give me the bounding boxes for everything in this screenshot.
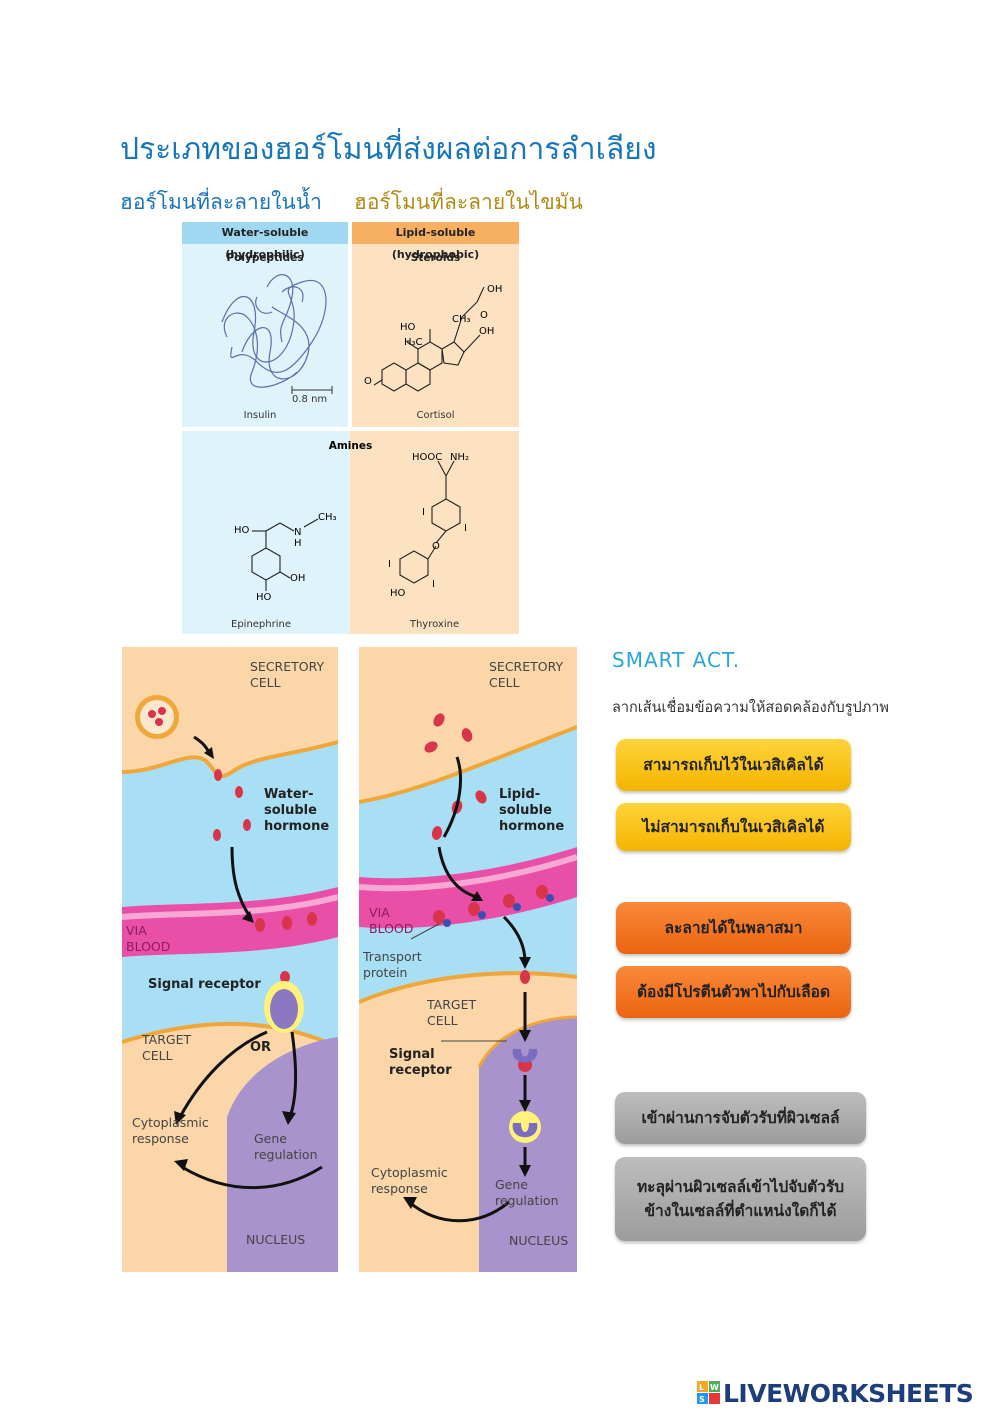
atom-oh-ring: OH bbox=[479, 326, 495, 337]
liveworksheets-badge-icon: L W S bbox=[697, 1381, 720, 1404]
card-needs-transport-protein[interactable]: ต้องมีโปรตีนตัวพาไปกับเลือด bbox=[616, 966, 851, 1018]
caption-thyroxine: Thyroxine bbox=[409, 619, 460, 630]
atom-nh2: NH₂ bbox=[450, 452, 470, 463]
panel-polypeptides: Water-soluble (hydrophilic) Polypeptides… bbox=[182, 222, 348, 427]
label-amines: Amines bbox=[328, 440, 373, 452]
label-nucleus-2: NUCLEUS bbox=[509, 1233, 569, 1248]
water-soluble-pathway-illustration bbox=[122, 695, 338, 1272]
caption-cortisol: Cortisol bbox=[416, 410, 455, 421]
atom-h3c: H₃C bbox=[404, 337, 423, 348]
card-text-line-2: ข้างในเซลล์ที่ตำแหน่งใดก็ได้ bbox=[644, 1202, 837, 1220]
atom-oh-epi: OH bbox=[290, 573, 306, 584]
header-lipid-soluble: Lipid-soluble (hydrophobic) bbox=[352, 222, 519, 261]
atom-ch3-epi: CH₃ bbox=[318, 512, 337, 523]
subheading-lipid-soluble: ฮอร์โมนที่ละลายในไขมัน bbox=[354, 190, 583, 214]
cortisol-structure bbox=[373, 286, 485, 392]
lipid-soluble-pathway-illustration bbox=[359, 713, 577, 1272]
svg-text:S: S bbox=[699, 1395, 705, 1404]
insulin-ribbon-illustration bbox=[221, 274, 333, 394]
card-soluble-in-plasma[interactable]: ละลายได้ในพลาสมา bbox=[616, 902, 851, 954]
caption-epinephrine: Epinephrine bbox=[231, 619, 291, 630]
atom-ch3: CH₃ bbox=[452, 314, 471, 325]
card-binds-surface-receptor[interactable]: เข้าผ่านการจับตัวรับที่ผิวเซลล์ bbox=[615, 1092, 866, 1144]
label-steroids: Steroids bbox=[410, 252, 461, 264]
activity-instruction: ลากเส้นเชื่อมข้อความให้สอดคล้องกับรูปภาพ bbox=[612, 700, 889, 716]
atom-i-1: I bbox=[422, 507, 425, 518]
atom-i-2: I bbox=[464, 523, 467, 534]
subheading-water-soluble: ฮอร์โมนที่ละลายในน้ำ bbox=[120, 190, 322, 214]
header-water-soluble: Water-soluble (hydrophilic) bbox=[182, 222, 348, 261]
card-text: ต้องมีโปรตีนตัวพาไปกับเลือด bbox=[636, 983, 831, 1001]
atom-h-epi: H bbox=[294, 538, 302, 549]
card-passes-through-membrane[interactable]: ทะลุผ่านผิวเซลล์เข้าไปจับตัวรับ ข้างในเซ… bbox=[615, 1157, 866, 1241]
atom-o-left: O bbox=[364, 376, 372, 387]
chemistry-chart: Water-soluble (hydrophilic) Polypeptides… bbox=[182, 222, 519, 634]
atom-i-4: I bbox=[432, 579, 435, 590]
atom-i-3: I bbox=[388, 559, 391, 570]
label-nucleus: NUCLEUS bbox=[246, 1232, 306, 1247]
label-or: OR bbox=[250, 1040, 272, 1055]
panel-steroids: Lipid-soluble (hydrophobic) Steroids OH … bbox=[352, 222, 519, 427]
thyroxine-structure bbox=[399, 460, 461, 584]
label-polypeptides: Polypeptides bbox=[226, 252, 304, 264]
card-text: ไม่สามารถเก็บในเวสิเคิลได้ bbox=[642, 818, 825, 836]
atom-o-ketone: O bbox=[480, 310, 488, 321]
atom-n-epi: N bbox=[294, 527, 302, 538]
atom-ho: HO bbox=[400, 322, 416, 333]
panel-thyroxine: HOOC NH₂ I I O I I HO Thyroxine bbox=[350, 431, 519, 634]
page-title: ประเภทของฮอร์โมนที่ส่งผลต่อการลำเลียง bbox=[120, 132, 657, 167]
caption-insulin: Insulin bbox=[243, 410, 277, 421]
card-text: เข้าผ่านการจับตัวรับที่ผิวเซลล์ bbox=[641, 1109, 840, 1127]
liveworksheets-logo: L W S LIVEWORKSHEETS bbox=[697, 1378, 974, 1408]
card-text-line-1: ทะลุผ่านผิวเซลล์เข้าไปจับตัวรับ bbox=[636, 1178, 845, 1196]
atom-ho-epi: HO bbox=[234, 525, 250, 536]
epinephrine-structure bbox=[251, 518, 319, 591]
atom-o-ether: O bbox=[432, 541, 440, 552]
label-signal-receptor: Signal receptor bbox=[148, 977, 261, 992]
liveworksheets-wordmark: LIVEWORKSHEETS bbox=[723, 1378, 974, 1408]
card-stored-in-vesicle[interactable]: สามารถเก็บไว้ในเวสิเคิลได้ bbox=[616, 739, 851, 791]
card-text: สามารถเก็บไว้ในเวสิเคิลได้ bbox=[643, 756, 824, 774]
atom-ho-thy: HO bbox=[390, 588, 406, 599]
svg-text:L: L bbox=[699, 1383, 704, 1392]
atom-oh-top: OH bbox=[487, 284, 503, 295]
panel-epinephrine: HO N H CH₃ OH HO Epinephrine bbox=[182, 431, 350, 634]
scale-label: 0.8 nm bbox=[292, 394, 328, 405]
svg-text:W: W bbox=[710, 1383, 719, 1392]
card-text: ละลายได้ในพลาสมา bbox=[664, 919, 803, 937]
activity-title: SMART ACT. bbox=[612, 648, 741, 672]
atom-hooc: HOOC bbox=[412, 452, 443, 463]
card-not-stored-in-vesicle[interactable]: ไม่สามารถเก็บในเวสิเคิลได้ bbox=[616, 803, 851, 851]
atom-ho-epi-bottom: HO bbox=[256, 592, 272, 603]
